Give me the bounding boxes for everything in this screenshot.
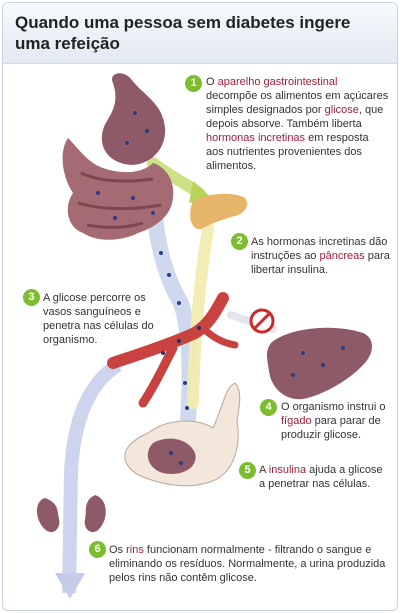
step-5-term-insulin: insulina xyxy=(268,464,307,476)
step-4-badge: 4 xyxy=(260,399,277,416)
pancreas-shape xyxy=(190,193,248,230)
kidney-arrow xyxy=(62,359,122,594)
kidney-left xyxy=(36,498,60,533)
blood-vessel xyxy=(107,292,229,369)
illustration xyxy=(36,73,372,599)
step-1-term-gi: aparelho gastrointestinal xyxy=(217,76,338,88)
step-2-badge: 2 xyxy=(231,233,248,250)
step-6-badge: 6 xyxy=(89,541,106,558)
step-4-text-part: O organismo instrui o xyxy=(281,401,386,413)
step-5-text-part: A xyxy=(259,464,269,476)
step-2-text-part: para libertar insulina. xyxy=(251,250,390,276)
stomach-shape xyxy=(101,73,166,165)
page-title: Quando uma pessoa sem diabetes ingere um… xyxy=(15,13,351,53)
muscle-shape xyxy=(147,438,196,474)
step-1-badge: 1 xyxy=(185,75,202,92)
step-1-text-part: O xyxy=(206,76,218,88)
kidney-right xyxy=(84,495,106,533)
step-4-text-part: para parar de produzir glicose. xyxy=(281,415,381,441)
step-4-term-liver: fígado xyxy=(281,415,312,427)
no-entry-icon xyxy=(249,308,275,334)
header-bar: Quando uma pessoa sem diabetes ingere um… xyxy=(3,3,397,64)
step-6-text-part: funcionam normalmente - filtrando o sang… xyxy=(109,544,386,584)
step-4-text: O organismo instrui o fígado para parar … xyxy=(281,400,391,442)
step-6-term-kidneys: rins xyxy=(126,544,144,556)
step-3-text: A glicose percorre os vasos sanguíneos e… xyxy=(43,291,168,347)
intestines-shape xyxy=(62,138,174,240)
step-1-term-incretins: hormonas incretinas xyxy=(206,132,306,144)
step-5-text-part: ajuda a glicose a penetrar nas células. xyxy=(259,464,383,490)
step-1-text-part: decompõe os alimentos em açúcares simple… xyxy=(206,90,389,116)
insulin-arrow xyxy=(187,222,214,409)
step-5-text: A insulina ajuda a glicose a penetrar na… xyxy=(259,463,391,491)
step-6-text-part: Os xyxy=(109,544,127,556)
kidney-arrow-head xyxy=(55,573,85,599)
step-2-text-part: As hormonas incretinas dão instruções ao xyxy=(251,236,388,262)
step-6-text: Os rins funcionam normalmente - filtrand… xyxy=(109,543,391,585)
step-1-text-part: em resposta aos nutrientes provenientes … xyxy=(206,132,369,172)
step-5-badge: 5 xyxy=(239,462,256,479)
step-1-text: O aparelho gastrointestinal decompõe os … xyxy=(206,75,389,173)
step-1-text-part: , que depois absorve. Também liberta xyxy=(206,104,384,130)
step-1-term-glucose: glicose xyxy=(324,104,359,116)
step-2-term-pancreas: pâncreas xyxy=(319,250,365,262)
step-2-text: As hormonas incretinas dão instruções ao… xyxy=(251,235,391,277)
step-3-badge: 3 xyxy=(23,289,40,306)
step-3-text-part: A glicose percorre os vasos sanguíneos e… xyxy=(43,292,154,346)
liver-shape xyxy=(267,327,372,400)
